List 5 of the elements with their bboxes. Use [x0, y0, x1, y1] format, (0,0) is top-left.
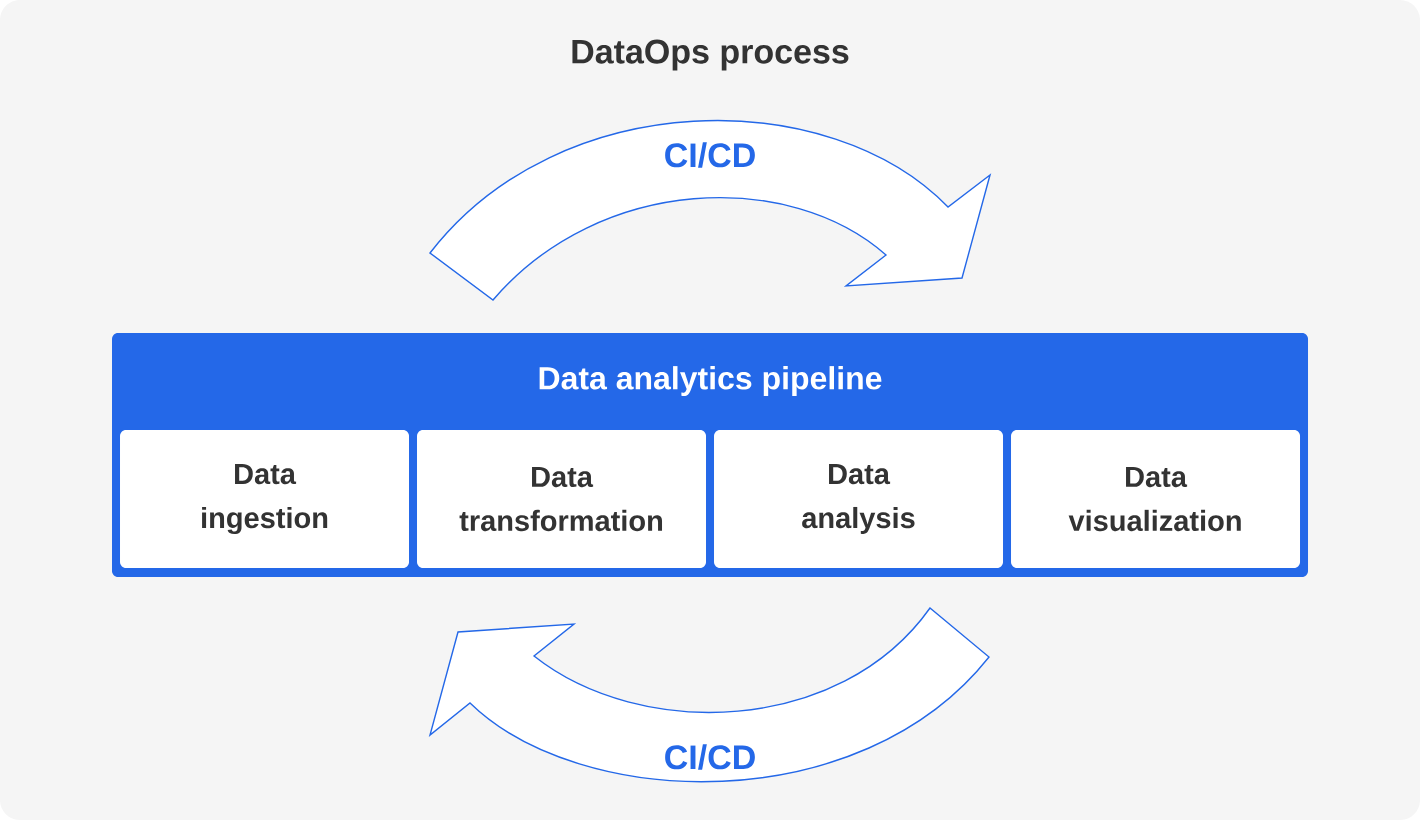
title: DataOps process: [572, 39, 849, 71]
stage-box: Data analysis: [714, 430, 1003, 568]
stage-box: Data transformation: [417, 430, 706, 568]
stage-box: Data ingestion: [120, 430, 409, 568]
stage-box: Data visualization: [1011, 430, 1300, 568]
